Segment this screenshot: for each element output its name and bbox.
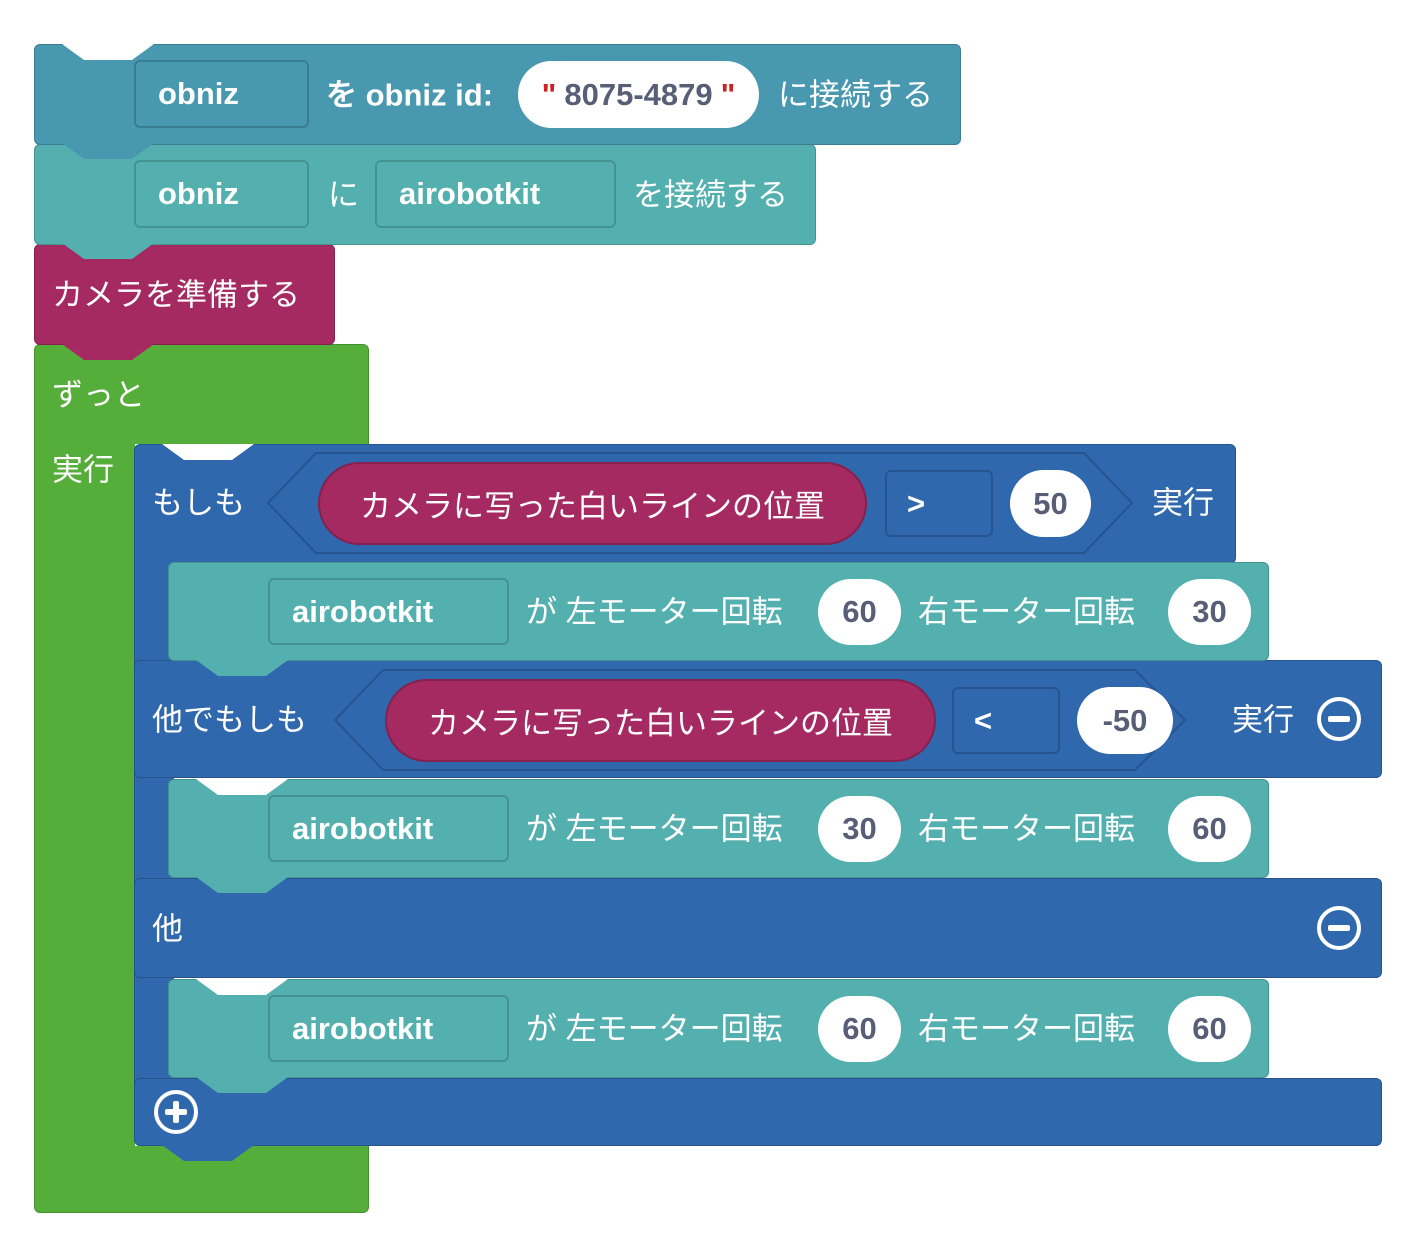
connect-label-end: に接続する: [778, 77, 933, 113]
right-motor-label: 右モーター回転: [918, 1011, 1135, 1047]
if-block-spine: [134, 550, 174, 1110]
camera-setup-label: カメラを準備する: [52, 277, 300, 313]
right-motor-value-input[interactable]: 60: [1168, 996, 1251, 1062]
add-branch-plus-icon[interactable]: [154, 1090, 198, 1134]
forever-do-label: 実行: [52, 452, 114, 488]
forever-body: [34, 430, 135, 1160]
obniz-id-value: 8075-4879: [564, 76, 713, 112]
obniz-id-input[interactable]: " 8075-4879 ": [518, 61, 759, 128]
elseif-label: 他でもしも: [152, 702, 307, 738]
obniz-id-label: を obniz id:: [326, 77, 494, 113]
attach-label-end: を接続する: [633, 177, 788, 213]
left-motor-label: が 左モーター回転: [526, 594, 783, 630]
left-motor-value-input[interactable]: 60: [818, 579, 901, 645]
camera-line-position-sensor[interactable]: カメラに写った白いラインの位置: [385, 679, 936, 762]
motor-block-tab: [196, 877, 288, 893]
else-row: [134, 878, 1382, 978]
quote-close: ": [720, 76, 736, 112]
obniz-variable-dropdown[interactable]: obniz: [134, 160, 309, 228]
if-block-bottom: [134, 1078, 1382, 1146]
motor-block-tab: [196, 660, 288, 676]
device-dropdown[interactable]: airobotkit: [268, 578, 509, 645]
elseif-do-label: 実行: [1232, 702, 1294, 738]
quote-open: ": [541, 76, 557, 112]
else-label: 他: [152, 911, 183, 947]
connect-block-tab: [62, 143, 154, 159]
if-do-label: 実行: [1152, 485, 1214, 521]
right-motor-label: 右モーター回転: [918, 811, 1135, 847]
compare-value-input[interactable]: 50: [1010, 470, 1091, 537]
left-motor-label: が 左モーター回転: [526, 1011, 783, 1047]
right-motor-label: 右モーター回転: [918, 594, 1135, 630]
remove-elseif-minus-icon[interactable]: [1317, 697, 1361, 741]
right-motor-value-input[interactable]: 30: [1168, 579, 1251, 645]
device-dropdown[interactable]: airobotkit: [268, 995, 509, 1062]
camera-block-tab: [62, 344, 154, 360]
left-motor-value-input[interactable]: 60: [818, 996, 901, 1062]
compare-operator-dropdown[interactable]: <: [952, 687, 1060, 754]
obniz-variable-dropdown[interactable]: obniz: [134, 60, 309, 128]
left-motor-label: が 左モーター回転: [526, 811, 783, 847]
left-motor-value-input[interactable]: 30: [818, 796, 901, 862]
camera-line-position-sensor[interactable]: カメラに写った白いラインの位置: [318, 462, 867, 545]
compare-operator-dropdown[interactable]: >: [885, 470, 993, 537]
attach-label-ni: に: [328, 177, 359, 213]
forever-label: ずっと: [52, 377, 145, 413]
connect-block-notch: [62, 43, 154, 59]
if-block-tab: [162, 1145, 254, 1161]
attach-block-tab: [62, 243, 154, 259]
if-label: もしも: [152, 485, 245, 521]
device-dropdown[interactable]: airobotkit: [268, 795, 509, 862]
forever-block[interactable]: [34, 344, 369, 444]
device-dropdown[interactable]: airobotkit: [375, 160, 616, 228]
remove-else-minus-icon[interactable]: [1317, 906, 1361, 950]
motor-block-tab: [196, 1077, 288, 1093]
right-motor-value-input[interactable]: 60: [1168, 796, 1251, 862]
compare-value-input[interactable]: -50: [1077, 687, 1173, 754]
